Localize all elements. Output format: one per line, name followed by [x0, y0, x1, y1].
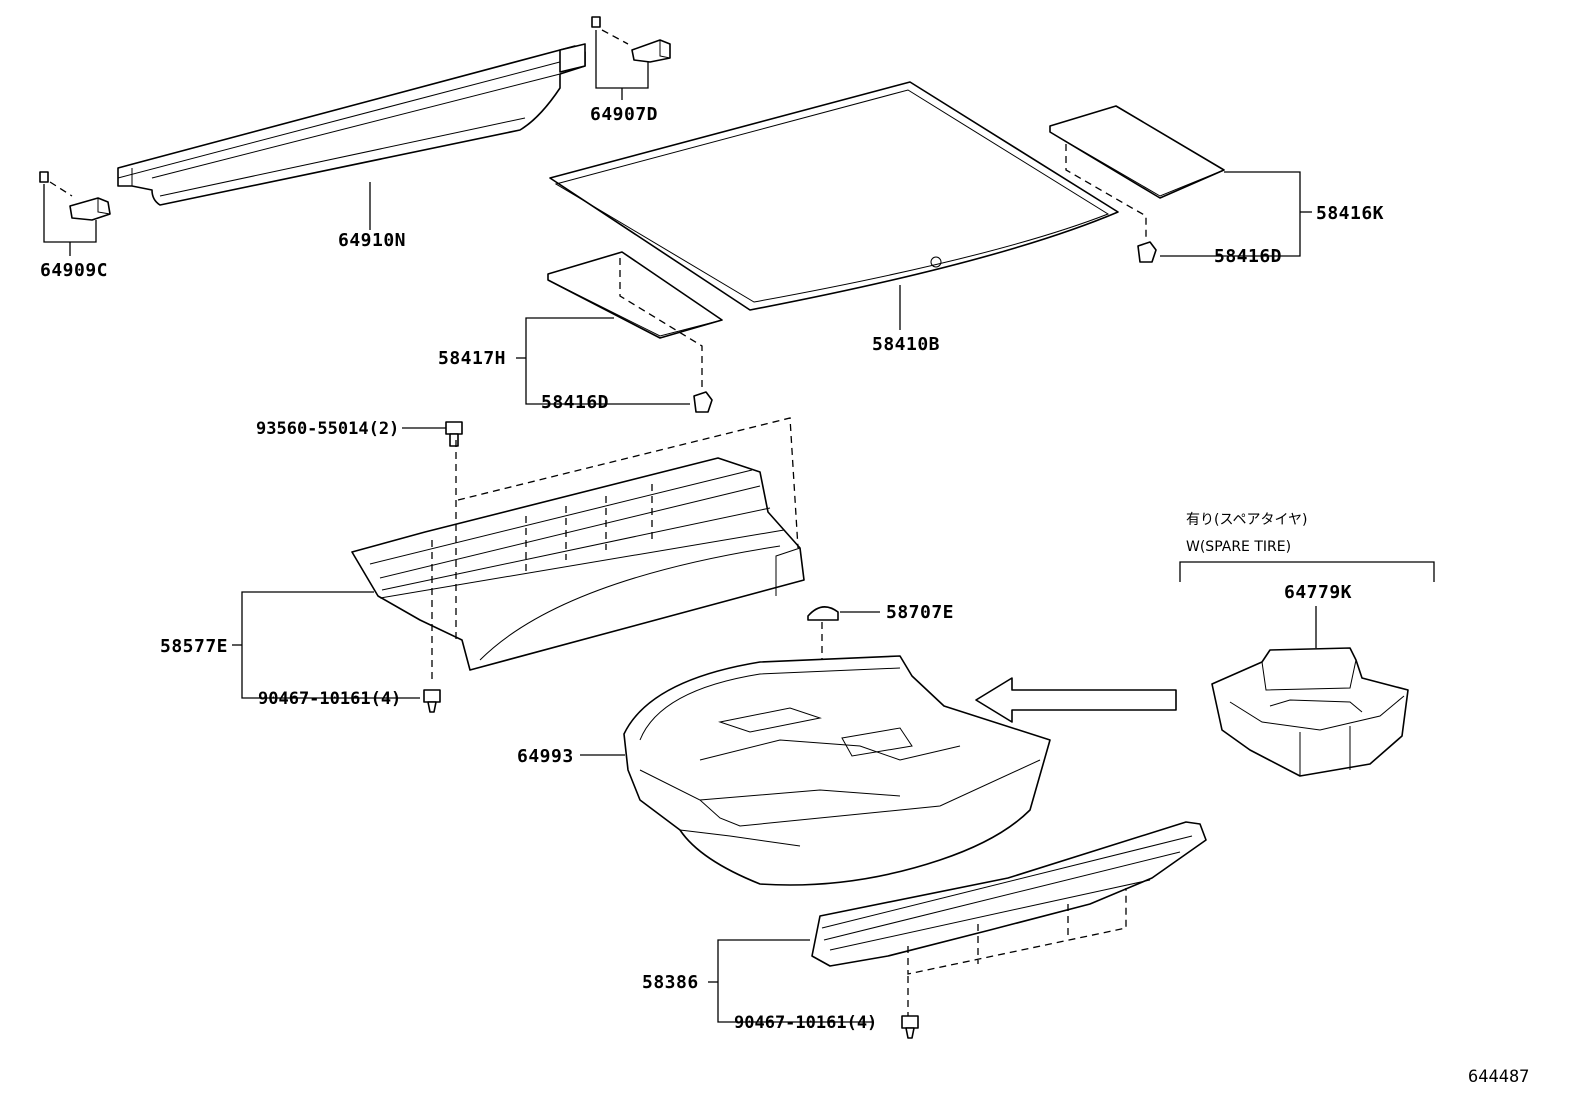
- bracket-64909C: [39, 171, 111, 221]
- tray-58577E: [351, 457, 805, 671]
- label-90467-10161-lower: 90467-10161(4): [734, 1013, 877, 1033]
- label-64910N: 64910N: [338, 230, 406, 251]
- caption-spare-tire-jp: 有り(スペアタイヤ): [1186, 512, 1308, 528]
- label-64779K: 64779K: [1284, 582, 1352, 603]
- scuff-plate-58386: [811, 821, 1207, 967]
- caption-spare-tire-en: W(SPARE TIRE): [1186, 539, 1291, 555]
- label-58386: 58386: [642, 972, 699, 993]
- label-58416D-right: 58416D: [1214, 246, 1282, 267]
- label-64909C: 64909C: [40, 260, 108, 281]
- direction-arrow: [975, 677, 1177, 723]
- label-58410B: 58410B: [872, 334, 940, 355]
- label-58577E: 58577E: [160, 636, 228, 657]
- side-board-58416K: [1049, 105, 1225, 199]
- bracket-64907D: [591, 16, 671, 63]
- spare-tire-tray-64993: [623, 655, 1051, 886]
- diagram-id: 644487: [1468, 1067, 1529, 1087]
- label-58416D-left: 58416D: [541, 392, 609, 413]
- label-58707E: 58707E: [886, 602, 954, 623]
- label-90467-10161-upper: 90467-10161(4): [258, 689, 401, 709]
- deck-board-58410B: [549, 81, 1119, 311]
- label-58416K: 58416K: [1316, 203, 1384, 224]
- label-58417H: 58417H: [438, 348, 506, 369]
- spare-tire-tray-64779K: [1211, 647, 1409, 777]
- label-64993: 64993: [517, 746, 574, 767]
- side-board-58417H: [547, 251, 723, 339]
- label-93560-55014: 93560-55014(2): [256, 419, 399, 439]
- tonneau-cover-64910N: [117, 43, 586, 206]
- label-64907D: 64907D: [590, 104, 658, 125]
